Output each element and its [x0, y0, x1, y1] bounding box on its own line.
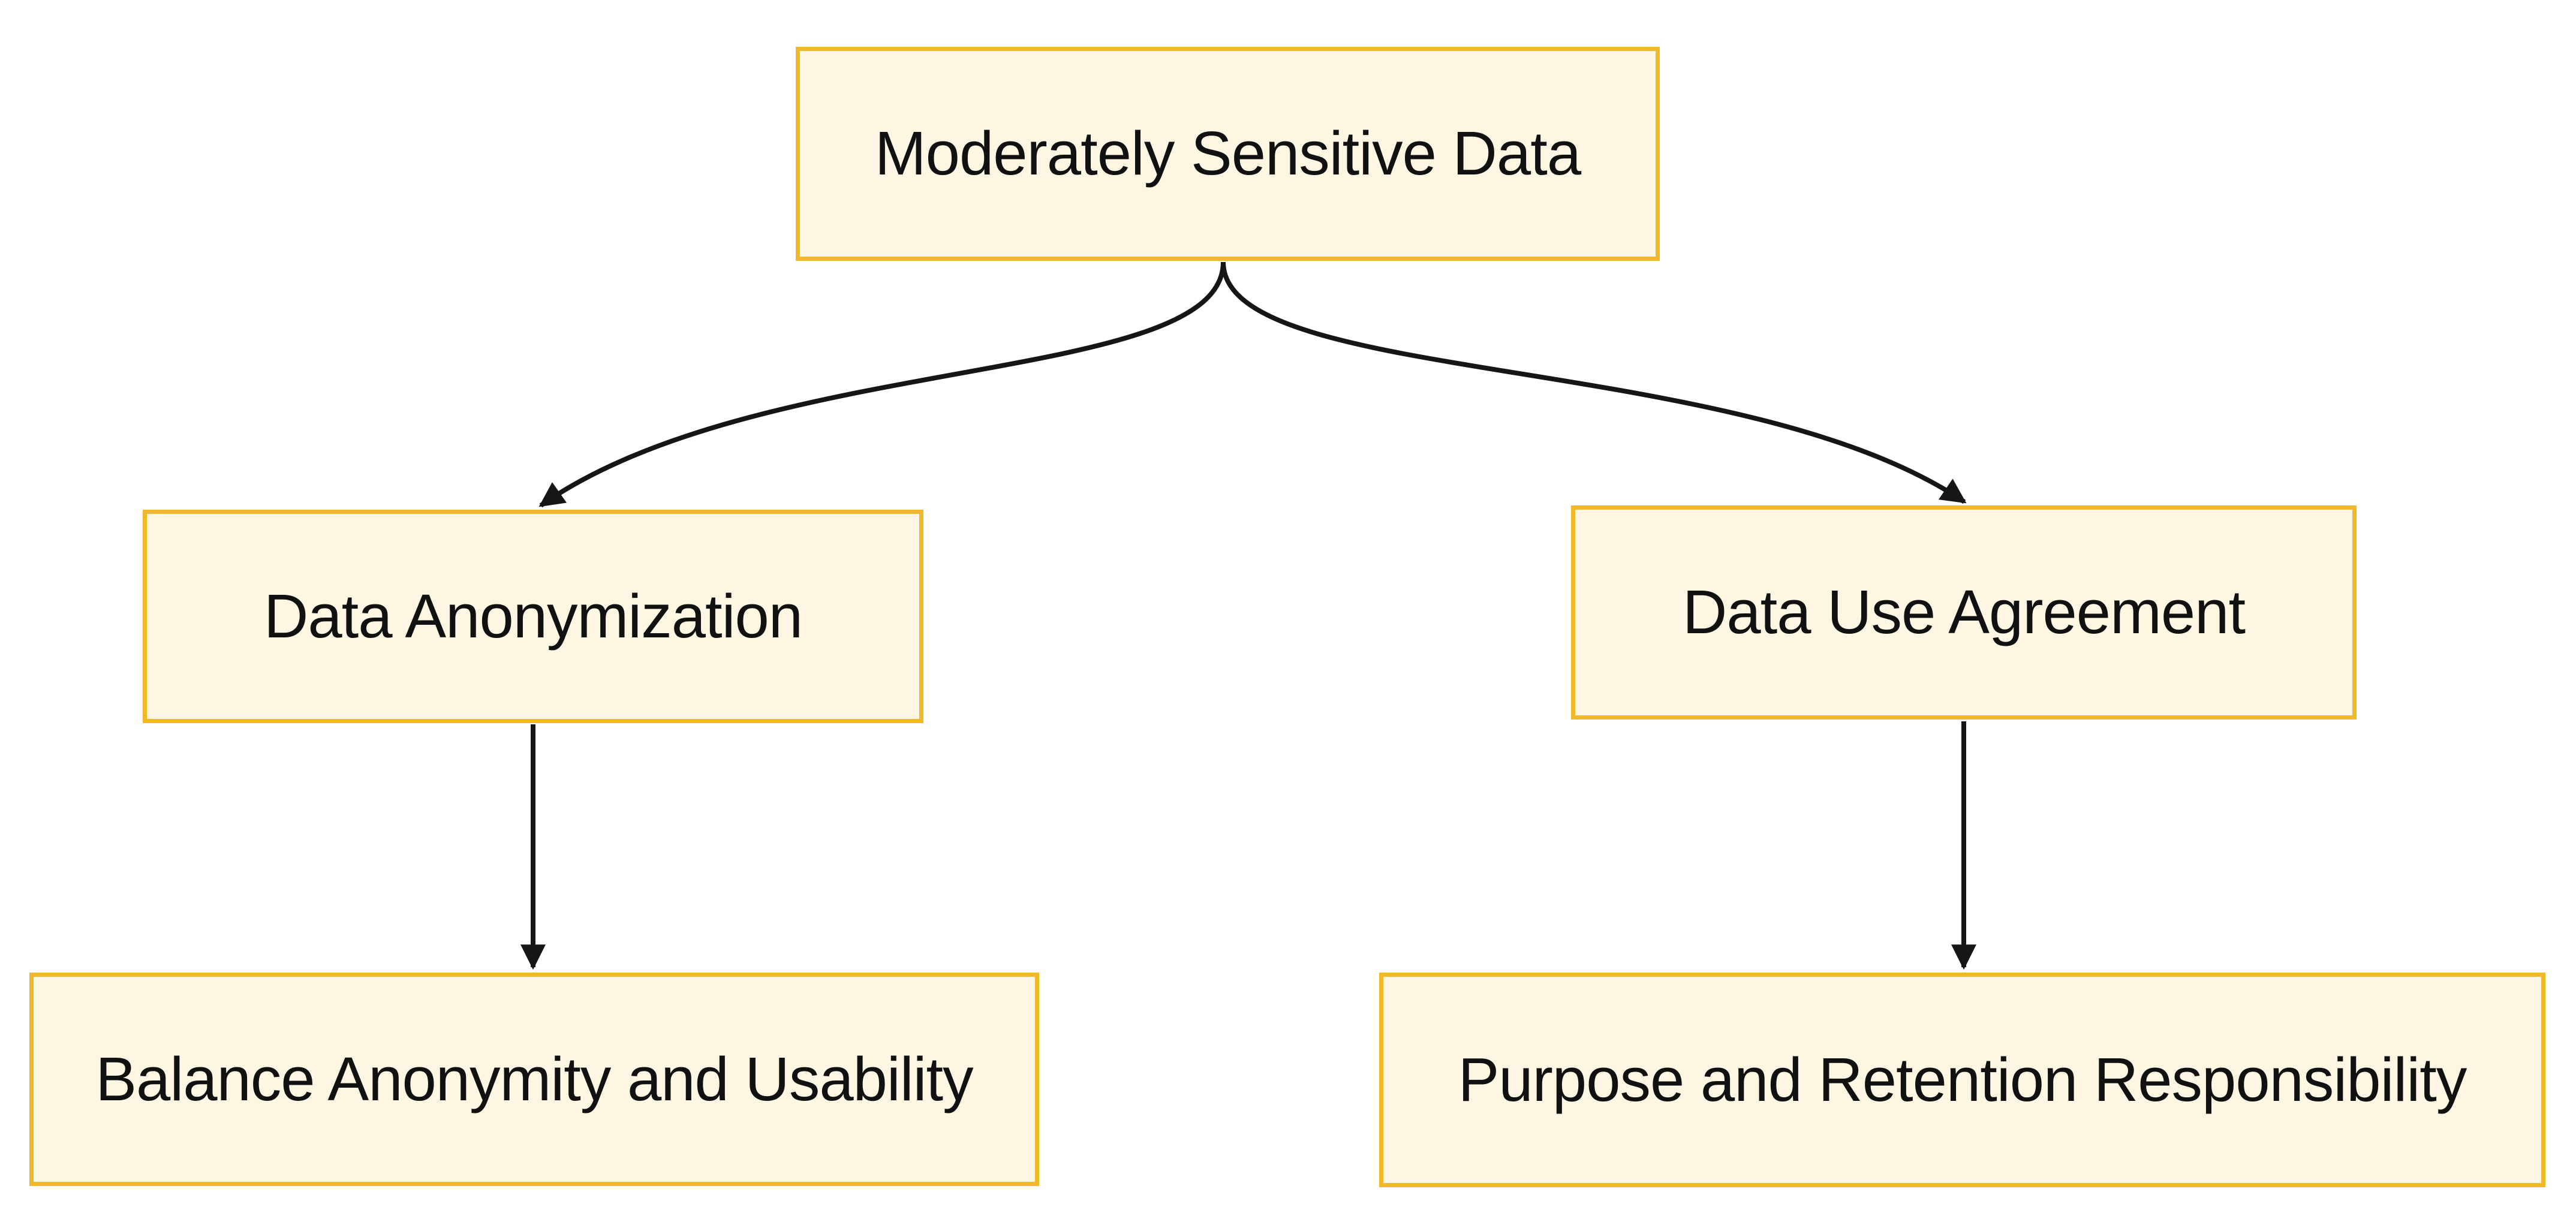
edge-root-to-data-anonymization: [538, 261, 1226, 508]
node-data-use-agreement: Data Use Agreement: [1571, 505, 2357, 720]
node-balance-anonymity-and-usability: Balance Anonymity and Usability: [29, 973, 1039, 1186]
node-moderately-sensitive-data: Moderately Sensitive Data: [796, 47, 1660, 261]
node-label: Moderately Sensitive Data: [874, 119, 1581, 188]
edge-root-to-data-use-agreement: [1221, 261, 1967, 504]
node-label: Data Anonymization: [263, 581, 803, 651]
node-purpose-and-retention-responsibility: Purpose and Retention Responsibility: [1379, 973, 2545, 1187]
node-label: Purpose and Retention Responsibility: [1458, 1045, 2467, 1114]
node-data-anonymization: Data Anonymization: [143, 510, 923, 723]
node-label: Data Use Agreement: [1682, 577, 2246, 647]
node-label: Balance Anonymity and Usability: [95, 1044, 973, 1113]
